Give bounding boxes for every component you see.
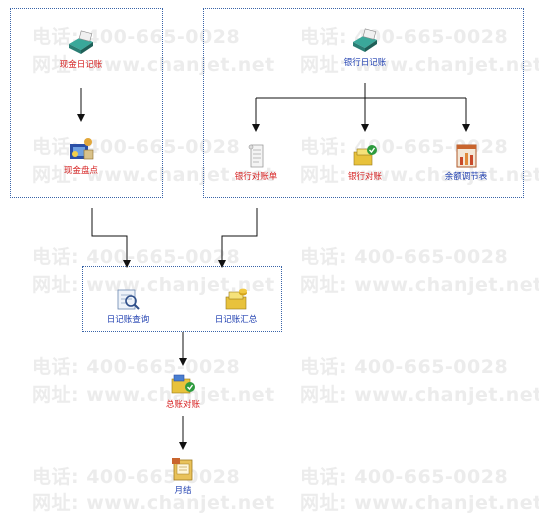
node-bank-journal[interactable]: 银行日记账 xyxy=(325,28,405,69)
watermark-phone: 电话: 400-665-0028 xyxy=(300,136,509,158)
ledger-reconcile-label: 总账对账 xyxy=(165,400,200,410)
watermark-phone: 电话: 400-665-0028 xyxy=(300,246,509,268)
cash-journal-label: 现金日记账 xyxy=(59,60,103,70)
arrow-bank-to-query xyxy=(218,208,258,268)
journal-query-icon xyxy=(117,289,140,310)
node-bank-statement[interactable]: 银行对账单 xyxy=(216,142,296,183)
ledger-reconcile-icon xyxy=(171,374,195,394)
node-bank-reconcile[interactable]: 银行对账 xyxy=(325,142,405,183)
bank-statement-label: 银行对账单 xyxy=(234,172,278,182)
cash-journal-icon xyxy=(69,30,93,54)
bank-journal-icon xyxy=(353,28,377,52)
journal-summary-label: 日记账汇总 xyxy=(214,315,258,325)
node-balance-adjust[interactable]: 余额调节表 xyxy=(426,142,506,183)
watermark-phone: 电话: 400-665-0028 xyxy=(300,466,509,488)
watermark-phone: 电话: 400-665-0028 xyxy=(300,356,509,378)
watermark-site: 网址: www.chanjet.net xyxy=(300,274,539,296)
watermark-site: 网址: www.chanjet.net xyxy=(32,274,275,296)
bank-statement-icon xyxy=(248,144,264,168)
arrow-cash-to-query xyxy=(91,208,131,268)
node-journal-summary[interactable]: 日记账汇总 xyxy=(196,285,276,326)
node-month-end[interactable]: 月结 xyxy=(143,456,223,497)
watermark-site: 网址: www.chanjet.net xyxy=(32,164,275,186)
flow-connectors xyxy=(77,83,470,450)
watermark-site: 网址: www.chanjet.net xyxy=(300,164,539,186)
watermark-phone: 电话: 400-665-0028 xyxy=(300,26,509,48)
journal-query-label: 日记账查询 xyxy=(106,315,150,325)
node-cash-journal[interactable]: 现金日记账 xyxy=(41,30,121,71)
watermark-site: 网址: www.chanjet.net xyxy=(32,54,275,76)
bank-journal-label: 银行日记账 xyxy=(343,58,387,68)
balance-adjust-label: 余额调节表 xyxy=(444,172,488,182)
watermark-site: 网址: www.chanjet.net xyxy=(32,384,275,406)
watermark-site: 网址: www.chanjet.net xyxy=(300,54,539,76)
watermark-site: 网址: www.chanjet.net xyxy=(300,384,539,406)
cash-count-icon xyxy=(70,138,94,160)
cash-count-label: 现金盘点 xyxy=(63,166,98,176)
watermark-phone: 电话: 400-665-0028 xyxy=(32,356,241,378)
bank-reconcile-icon xyxy=(353,145,377,166)
journal-summary-icon xyxy=(225,288,247,310)
cash-group-box xyxy=(10,8,163,198)
bank-group-box xyxy=(203,8,524,198)
balance-adjust-icon xyxy=(456,144,477,168)
month-end-label: 月结 xyxy=(174,486,192,496)
node-cash-count[interactable]: 现金盘点 xyxy=(41,136,121,177)
node-ledger-reconcile[interactable]: 总账对账 xyxy=(143,370,223,411)
node-journal-query[interactable]: 日记账查询 xyxy=(88,285,168,326)
bank-reconcile-label: 银行对账 xyxy=(347,172,382,182)
month-end-icon xyxy=(172,458,193,481)
query-group-box xyxy=(82,266,282,332)
watermark-phone: 电话: 400-665-0028 xyxy=(32,246,241,268)
